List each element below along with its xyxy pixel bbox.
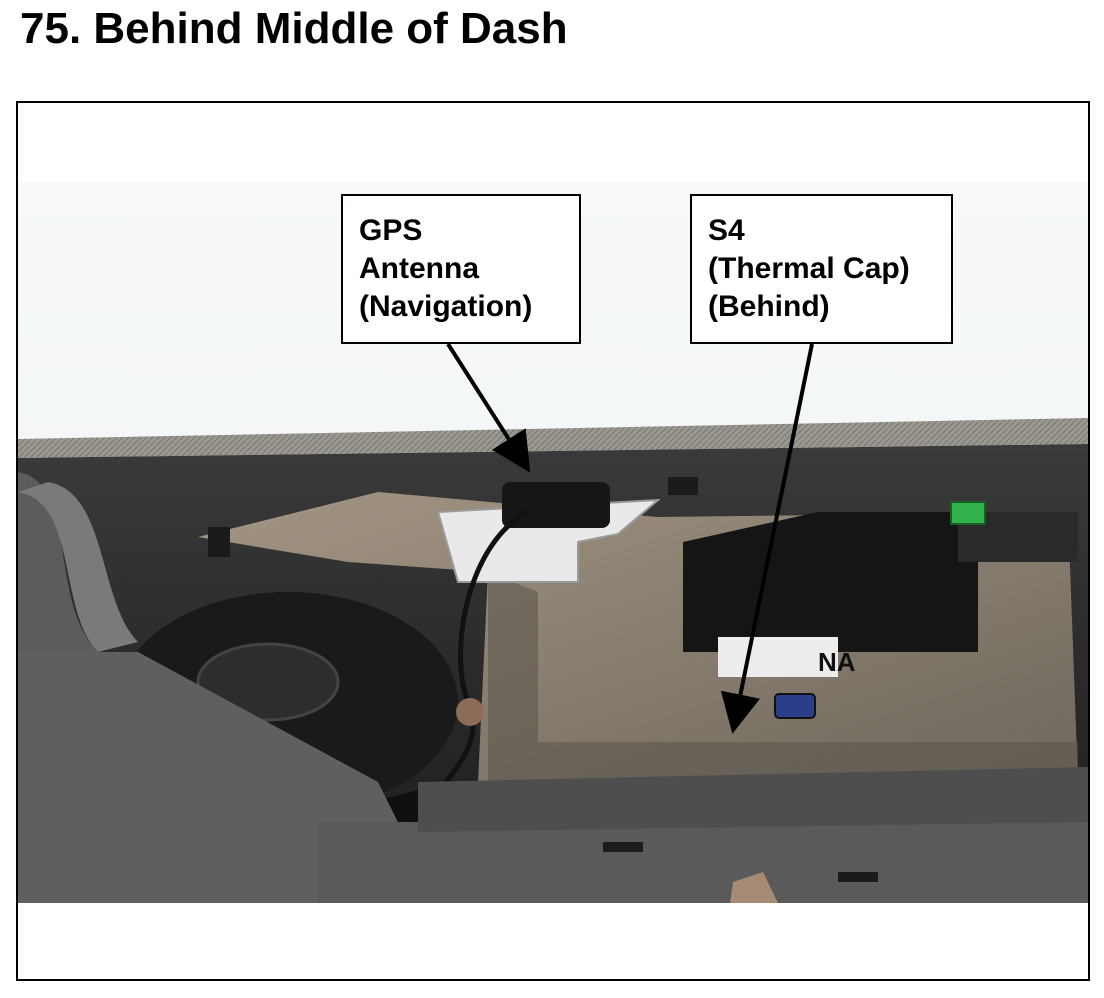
callout-line: S4 bbox=[708, 214, 745, 247]
gps-antenna-callout: GPS Antenna (Navigation) bbox=[341, 194, 581, 344]
callout-line: (Thermal Cap) bbox=[708, 252, 910, 285]
callout-line: (Navigation) bbox=[359, 290, 533, 323]
callout-line: Antenna bbox=[359, 252, 479, 285]
sticker-text: NA bbox=[818, 647, 856, 677]
callout-line: GPS bbox=[359, 214, 423, 247]
page-title: 75. Behind Middle of Dash bbox=[20, 4, 568, 53]
s4-thermal-cap-callout: S4 (Thermal Cap) (Behind) bbox=[690, 194, 953, 344]
callout-line: (Behind) bbox=[708, 290, 830, 323]
